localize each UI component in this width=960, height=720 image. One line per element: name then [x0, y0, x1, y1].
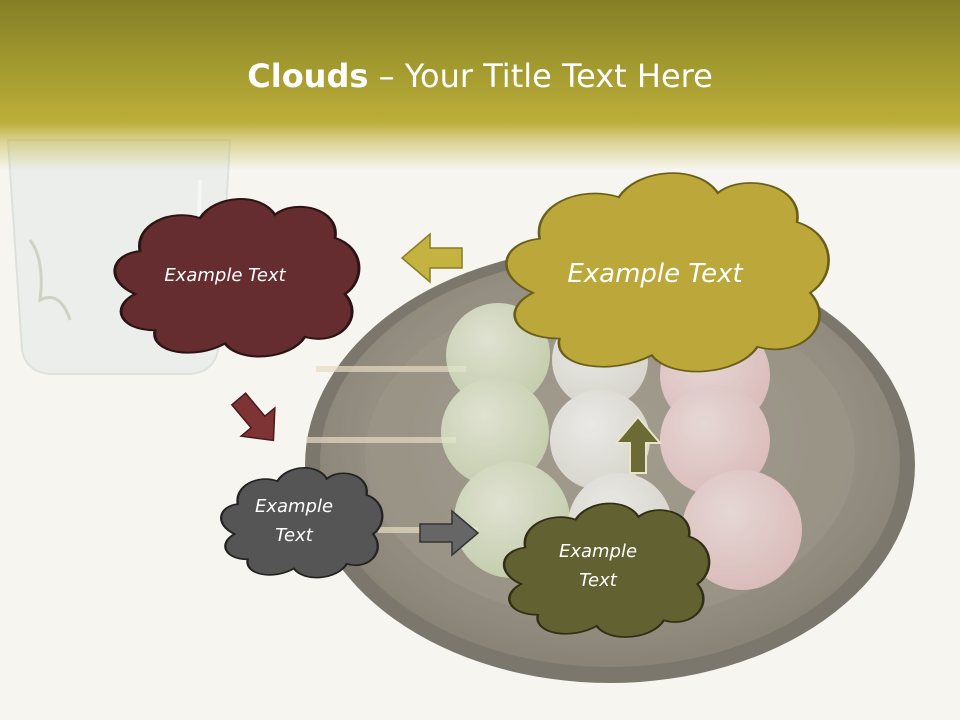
cloud-darkolive-label: Example Text	[558, 541, 638, 591]
cloud-gray-label: Example Text	[254, 496, 334, 546]
title-band	[0, 0, 960, 170]
title-dash: –	[368, 57, 405, 95]
cloud-maroon-label: Example Text	[164, 264, 286, 286]
cloud-olive-label: Example Text	[567, 259, 743, 289]
arrow-left-icon	[400, 232, 463, 284]
slide-title: Clouds – Your Title Text Here	[0, 52, 960, 100]
title-rest: Your Title Text Here	[404, 57, 713, 95]
title-bold: Clouds	[247, 57, 369, 95]
arrow-down-right-icon	[230, 392, 276, 442]
arrow-up-icon	[613, 415, 663, 474]
arrow-right-icon	[419, 509, 480, 557]
